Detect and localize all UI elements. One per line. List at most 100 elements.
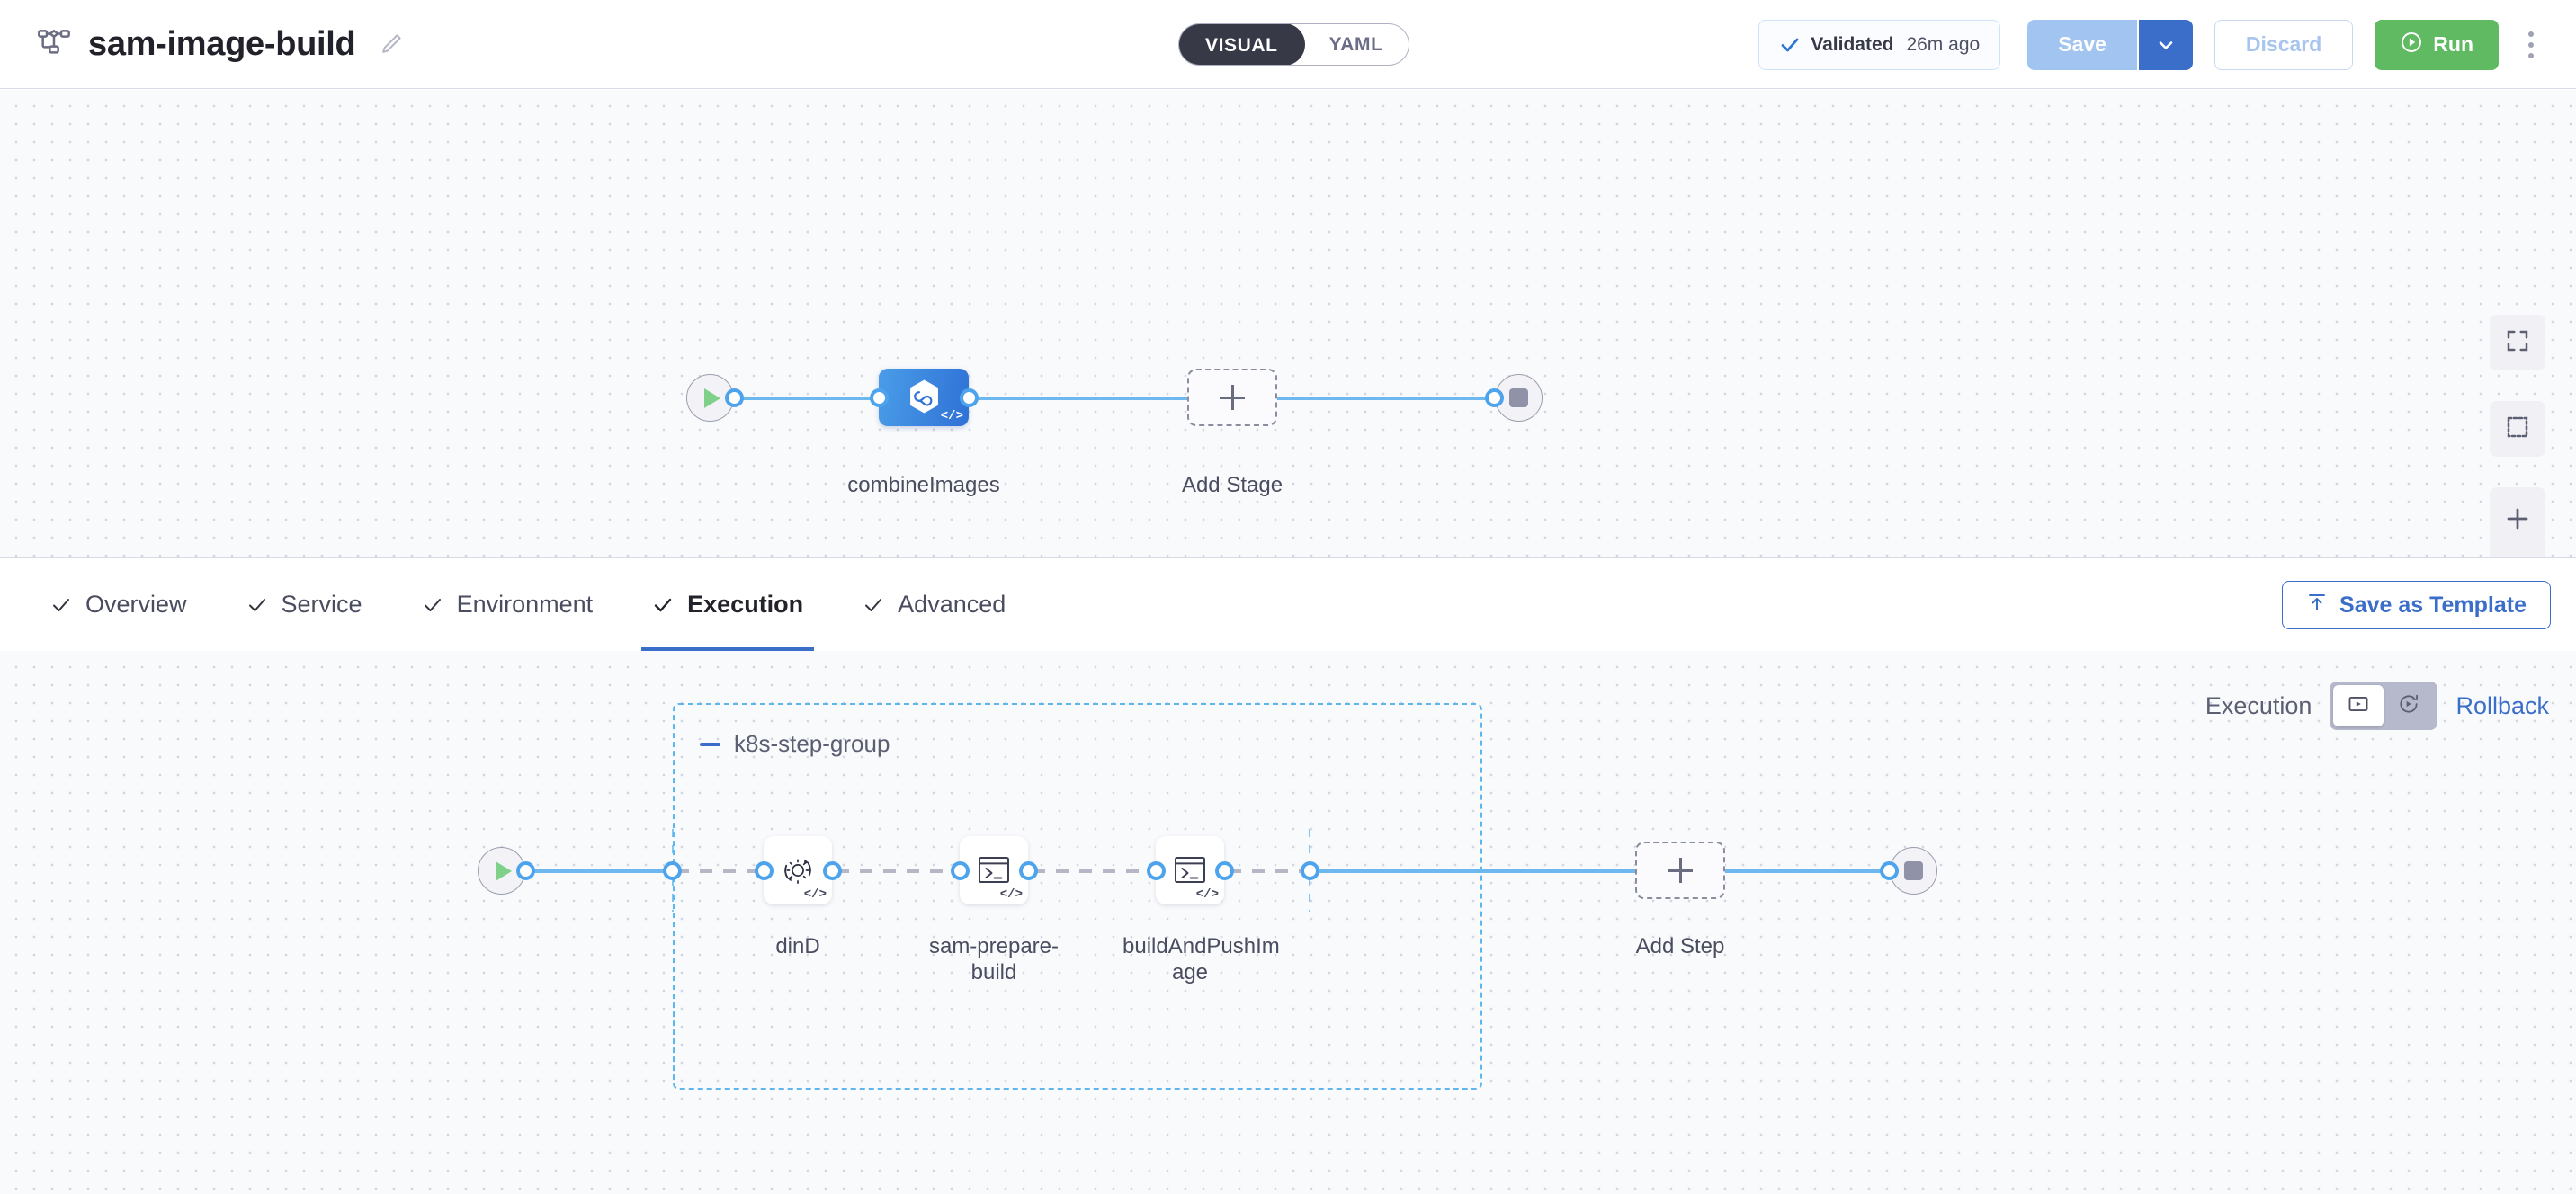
selection-box-button[interactable] (2490, 401, 2545, 457)
tab-overview[interactable]: Overview (47, 557, 191, 652)
rollback-label[interactable]: Rollback (2455, 691, 2549, 719)
step-prepare-input-port[interactable] (951, 861, 970, 880)
check-icon (422, 594, 443, 616)
fit-to-screen-button[interactable] (2490, 315, 2545, 370)
connector-addstep-to-end (1725, 869, 1885, 873)
pipeline-flow-icon (36, 26, 72, 62)
page-title: sam-image-build (88, 24, 356, 63)
add-stage-label: Add Stage (1181, 473, 1284, 497)
rollback-mode-button[interactable] (2384, 685, 2434, 726)
stop-icon (1509, 388, 1528, 407)
execution-rollback-toggle: Execution Rollback (2205, 682, 2549, 730)
step-label-dind: dinD (775, 934, 820, 958)
connector-stage-to-add (973, 397, 1189, 400)
step-dind-output-port[interactable] (823, 861, 842, 880)
add-stage-button[interactable] (1187, 369, 1277, 426)
code-badge-icon: </> (1195, 887, 1219, 902)
tab-label: Overview (85, 591, 187, 618)
minus-icon[interactable] (700, 742, 720, 746)
validated-label: Validated (1811, 33, 1894, 55)
header-left-group: sam-image-build (0, 25, 404, 64)
step-group-container[interactable] (673, 703, 1482, 1090)
header-actions: Validated 26m ago Save Discard Run (1758, 0, 2551, 89)
step-node-buildandpushimage[interactable]: </> (1156, 836, 1224, 904)
mode-visual[interactable]: VISUAL (1178, 24, 1305, 65)
execution-canvas[interactable]: </> </> </> di (0, 651, 2576, 1194)
execution-mode-button[interactable] (2333, 685, 2384, 726)
step-dind-input-port[interactable] (755, 861, 774, 880)
connector-start-to-stage (738, 397, 879, 400)
pencil-icon[interactable] (379, 31, 404, 57)
save-as-template-label: Save as Template (2339, 592, 2527, 618)
check-icon (1779, 34, 1801, 56)
add-step-label: Add Step (1635, 934, 1725, 958)
group-input-port[interactable] (663, 861, 682, 880)
execution-start-port[interactable] (516, 861, 535, 880)
stage-config-tabs: Overview Service Environment Execution A… (0, 557, 2576, 652)
tab-advanced[interactable]: Advanced (859, 557, 1009, 652)
step-prepare-output-port[interactable] (1019, 861, 1038, 880)
play-icon (496, 860, 512, 881)
step-build-input-port[interactable] (1147, 861, 1166, 880)
template-upload-icon (2306, 592, 2328, 619)
kebab-menu-icon[interactable] (2511, 20, 2551, 70)
stage-label: combineImages (847, 473, 1000, 497)
play-icon (704, 388, 720, 408)
play-circle-icon (2400, 31, 2423, 59)
view-mode-toggle[interactable]: VISUAL YAML (1178, 23, 1409, 66)
save-button-group[interactable]: Save (2027, 19, 2193, 70)
app-header: sam-image-build VISUAL YAML Validated 26… (0, 0, 2576, 89)
execution-play-icon (2347, 692, 2370, 720)
validated-time: 26m ago (1906, 33, 1981, 55)
stage-canvas[interactable]: </> combineImages Add Stage (0, 90, 2576, 557)
check-icon (246, 594, 268, 616)
connector-dind-to-prepare (836, 869, 955, 873)
connector-group-to-addstep (1313, 869, 1637, 873)
run-button[interactable]: Run (2375, 19, 2499, 70)
plus-icon (1220, 385, 1245, 410)
zoom-controls[interactable] (2490, 487, 2545, 557)
check-icon (652, 594, 674, 616)
tabs-list: Overview Service Environment Execution A… (0, 557, 1009, 652)
stage-node-combineimages[interactable]: </> (879, 369, 969, 426)
code-badge-icon: </> (999, 887, 1023, 902)
zoom-in-button[interactable] (2504, 505, 2531, 537)
end-port[interactable] (1485, 388, 1504, 407)
check-icon (50, 594, 72, 616)
stage-output-port[interactable] (960, 388, 979, 407)
connector-group-to-dind (676, 869, 759, 873)
execution-end-port[interactable] (1880, 861, 1899, 880)
discard-button[interactable]: Discard (2214, 19, 2354, 70)
tab-label: Environment (456, 591, 594, 618)
save-as-template-button[interactable]: Save as Template (2282, 581, 2551, 629)
step-group-header[interactable]: k8s-step-group (700, 730, 890, 758)
connector-prepare-to-build (1033, 869, 1151, 873)
tab-label: Service (281, 591, 362, 618)
step-node-dind[interactable]: </> (764, 836, 832, 904)
add-step-button[interactable] (1635, 842, 1725, 899)
save-button[interactable]: Save (2027, 19, 2137, 70)
code-badge-icon: </> (940, 409, 963, 423)
step-node-sam-prepare-build[interactable]: </> (960, 836, 1028, 904)
start-port[interactable] (725, 388, 744, 407)
step-label-buildandpushimage: buildAndPushIm age (1123, 934, 1280, 985)
execution-label: Execution (2205, 691, 2312, 719)
tab-label: Advanced (898, 591, 1006, 618)
group-output-port[interactable] (1301, 861, 1319, 880)
execution-mode-segmented-control[interactable] (2330, 682, 2438, 730)
plus-icon (1668, 858, 1693, 883)
step-group-title: k8s-step-group (734, 730, 890, 757)
step-build-output-port[interactable] (1215, 861, 1234, 880)
mode-yaml[interactable]: YAML (1328, 34, 1383, 55)
save-dropdown-button[interactable] (2136, 19, 2193, 70)
code-badge-icon: </> (803, 887, 827, 902)
tab-service[interactable]: Service (243, 557, 366, 652)
status-badge: Validated 26m ago (1758, 19, 2001, 70)
harness-hexagon-logo (908, 379, 940, 414)
connector-add-to-end (1277, 397, 1490, 400)
tab-label: Execution (687, 591, 804, 618)
stage-input-port[interactable] (870, 388, 889, 407)
rollback-rotate-icon (2397, 692, 2420, 720)
tab-environment[interactable]: Environment (418, 557, 597, 652)
tab-execution[interactable]: Execution (641, 557, 815, 652)
